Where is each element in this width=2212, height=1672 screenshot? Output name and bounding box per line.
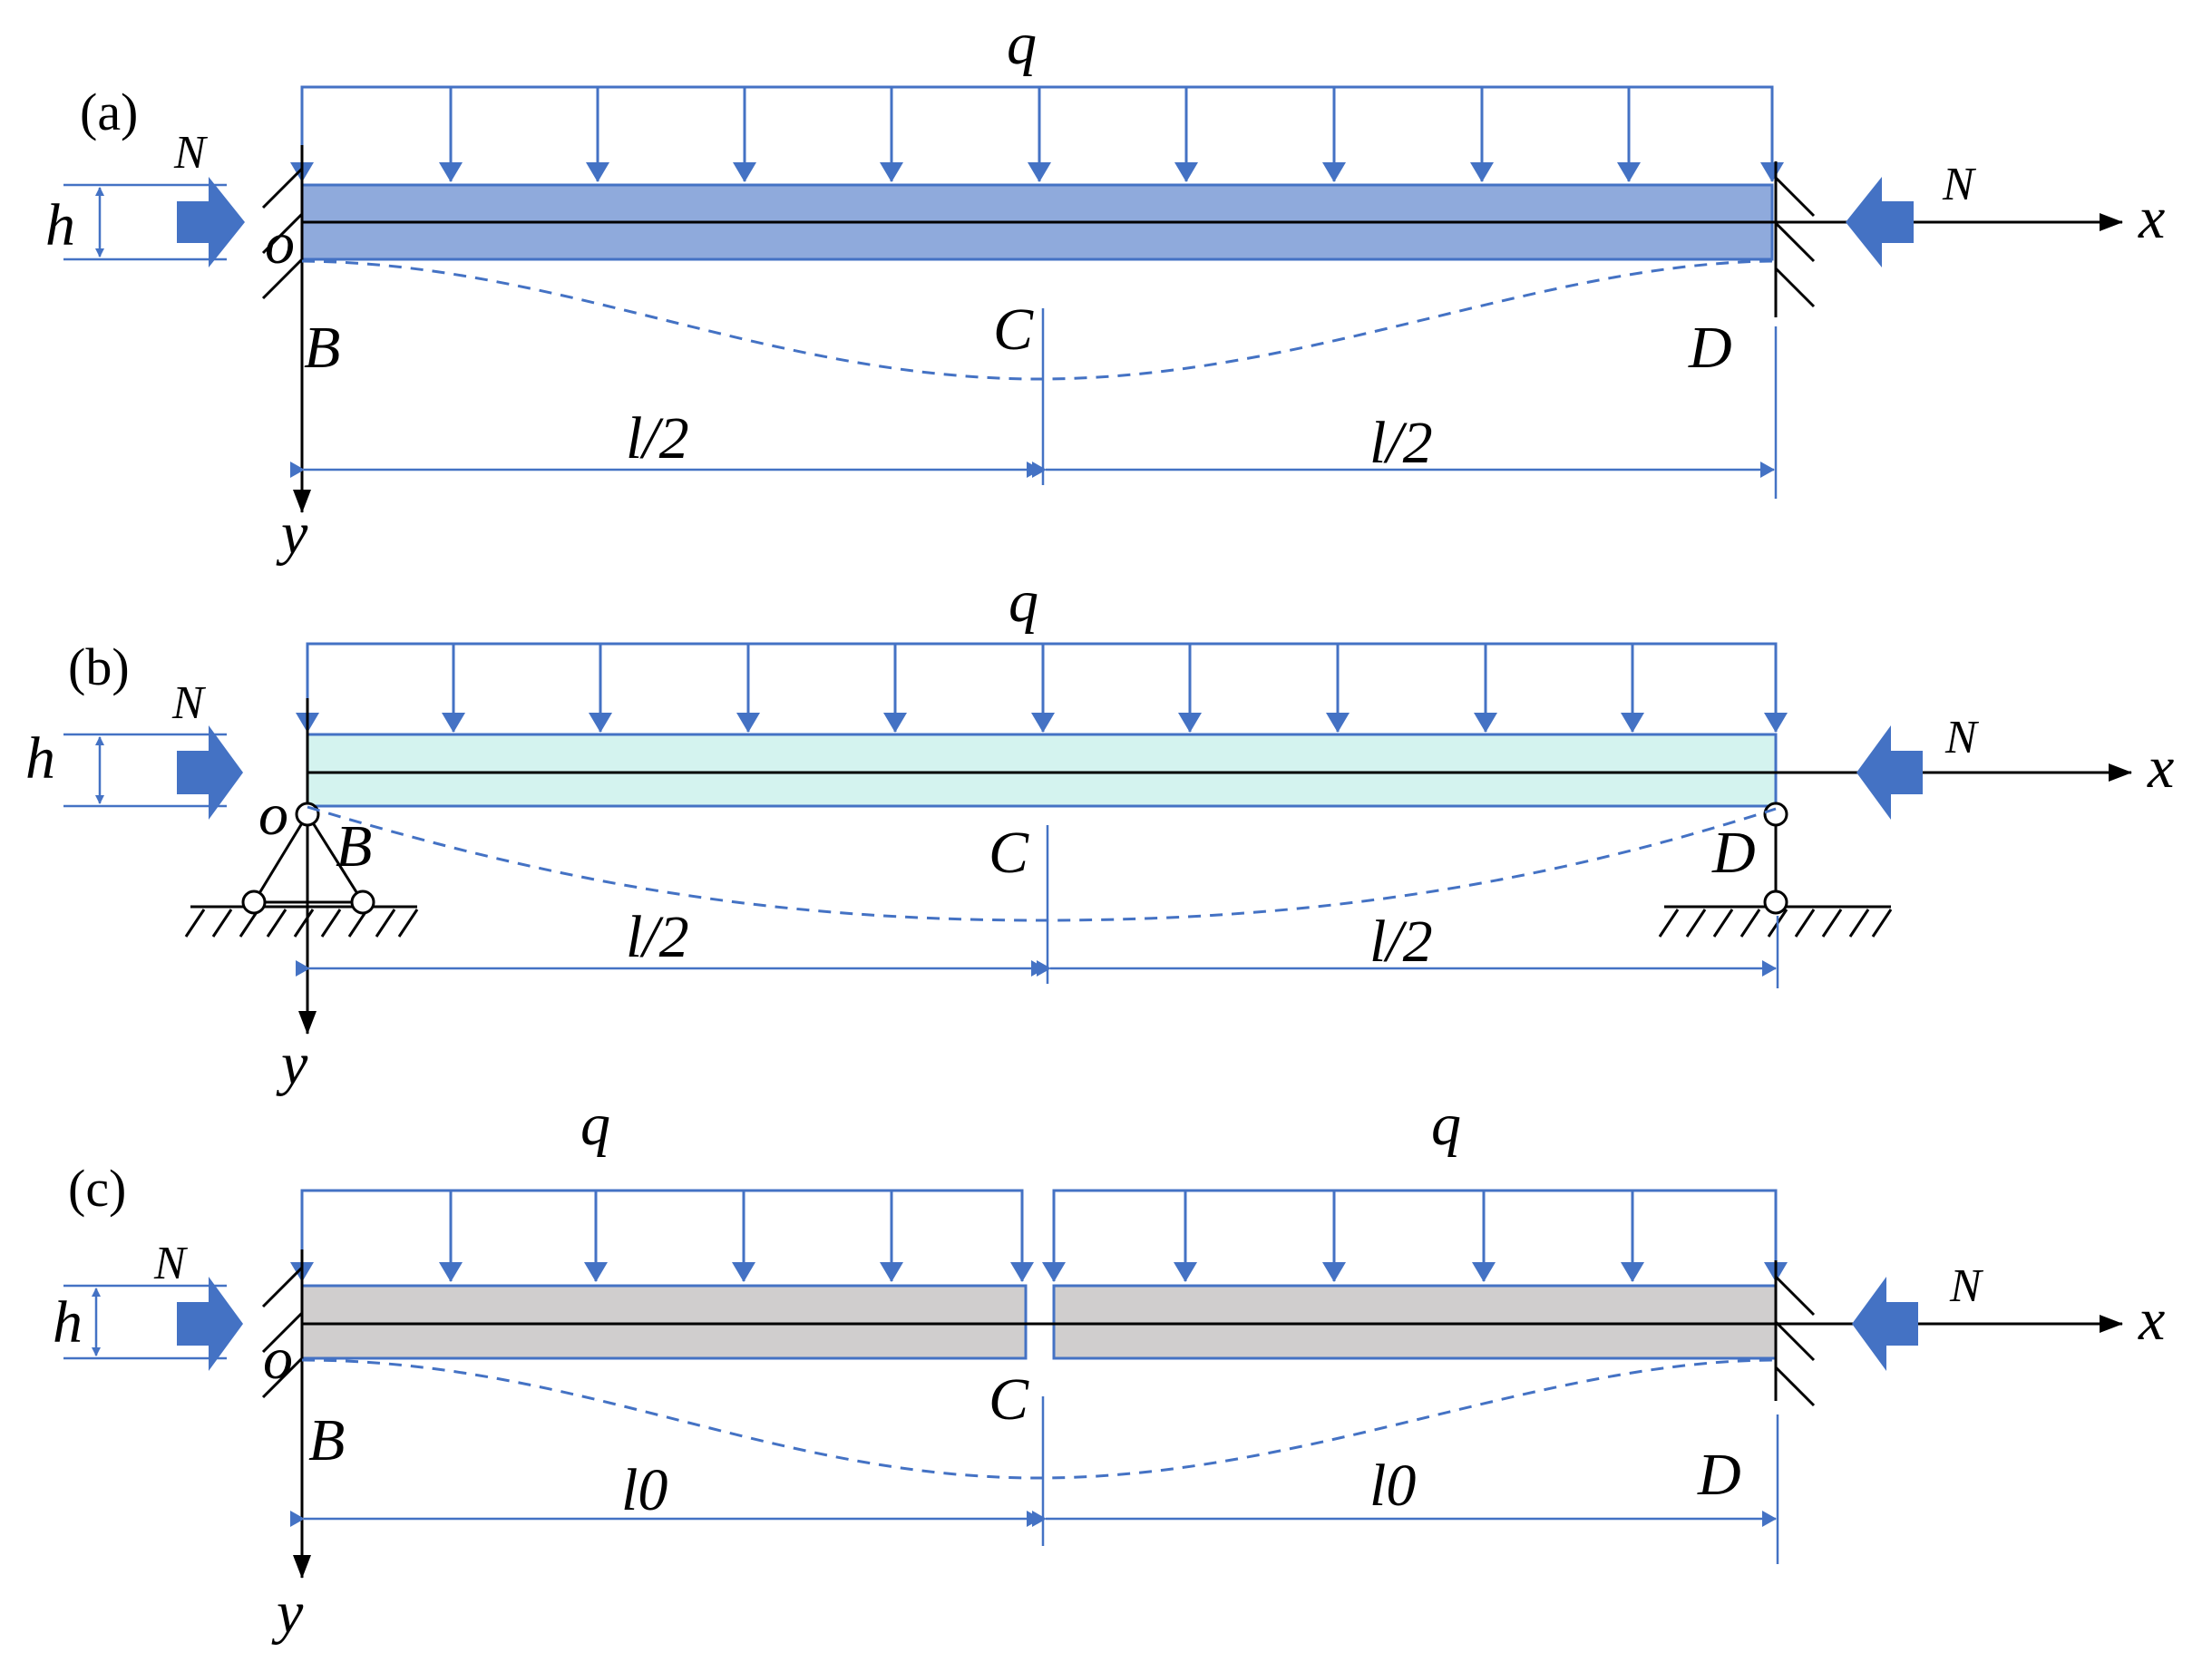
- panel-c-force-label-left: N: [153, 1238, 189, 1289]
- panel-c-origin-label: o: [263, 1326, 293, 1392]
- panel-a-force-label-left: N: [173, 127, 209, 179]
- panel-a-origin-label: o: [265, 210, 295, 277]
- panel-b-point-d: D: [1711, 820, 1756, 886]
- panel-c-tag: (c): [68, 1159, 126, 1218]
- panel-c-load-label-left: q: [580, 1092, 610, 1158]
- panel-b-span-left-label: l/2: [626, 904, 689, 970]
- panel-b-span-dimension: [296, 825, 1779, 988]
- panel-a-load-arrows: [290, 87, 1784, 182]
- panel-a-point-b: B: [304, 315, 340, 381]
- panel-a-deflection-curve: [301, 259, 1773, 381]
- panel-b-force-arrow-left: [177, 725, 243, 820]
- panel-c-span-left-label: l0: [621, 1457, 667, 1523]
- panel-b-span-right-label: l/2: [1369, 909, 1433, 975]
- panel-a-height-dimension: [63, 183, 227, 261]
- panel-c-point-d: D: [1697, 1442, 1741, 1508]
- panel-c: (c) q q x y: [53, 1092, 2165, 1646]
- panel-b-height-dimension: [63, 733, 227, 808]
- panel-c-force-arrow-right: [1852, 1277, 1918, 1371]
- panel-c-load-bracket-right: [1052, 1189, 1778, 1249]
- panel-c-force-label-right: N: [1949, 1260, 1984, 1312]
- panel-c-point-c: C: [989, 1366, 1029, 1433]
- panel-b-beam: [306, 733, 1778, 808]
- panel-b-deflection-curve: [307, 805, 1777, 922]
- panel-a-tag: (a): [80, 83, 138, 141]
- panel-a-load-bracket: [300, 85, 1774, 145]
- panel-b-force-arrow-right: [1856, 725, 1923, 820]
- panel-b-point-c: C: [989, 820, 1029, 886]
- panel-a-fixed-support-right: [1774, 161, 1816, 317]
- panel-c-point-b: B: [308, 1407, 345, 1473]
- panel-a-x-axis-label: x: [2138, 185, 2165, 251]
- panel-a-height-label: h: [45, 192, 75, 258]
- panel-b-force-label-left: N: [171, 677, 207, 729]
- panel-c-deflection-curve: [301, 1358, 1777, 1480]
- panel-b-load-label: q: [1009, 569, 1038, 635]
- panel-b-height-label: h: [25, 725, 55, 792]
- panel-c-beam-left: [300, 1284, 1028, 1360]
- panel-c-fixed-support-right: [1774, 1260, 1816, 1407]
- panel-b-x-axis-label: x: [2147, 734, 2174, 801]
- panel-c-beam-right: [1052, 1284, 1778, 1360]
- panel-c-force-arrow-left: [177, 1277, 243, 1371]
- panel-a-span-right-label: l/2: [1369, 410, 1433, 476]
- panel-a-point-d: D: [1688, 315, 1732, 381]
- panel-a-load-label: q: [1007, 11, 1037, 77]
- panel-a-force-arrow-right: [1846, 177, 1914, 267]
- panel-a-y-axis-label: y: [276, 501, 308, 567]
- panel-c-span-dimension: [290, 1396, 1779, 1564]
- panel-a-span-dimension: [290, 308, 1778, 499]
- panel-c-load-bracket-left: [300, 1189, 1024, 1249]
- panel-b: (b) q x y: [25, 569, 2174, 1097]
- panel-a-force-label-right: N: [1942, 159, 1977, 210]
- panel-b-origin-label: o: [258, 782, 288, 848]
- panel-c-load-arrows: [290, 1191, 1788, 1282]
- panel-c-span-right-label: l0: [1369, 1453, 1416, 1519]
- panel-b-tag: (b): [68, 637, 130, 696]
- panel-a-fixed-support-left: [261, 161, 304, 317]
- panel-b-point-b: B: [336, 813, 372, 880]
- panel-c-fixed-support-left: [261, 1259, 304, 1414]
- panel-c-load-label-right: q: [1431, 1092, 1461, 1158]
- panel-a-force-arrow-left: [177, 177, 245, 267]
- panel-c-height-label: h: [53, 1289, 83, 1356]
- panel-a-span-left-label: l/2: [626, 405, 689, 471]
- panel-c-x-axis-label: x: [2138, 1287, 2165, 1353]
- panel-a: (a) q x y: [45, 11, 2165, 567]
- panel-c-height-dimension: [63, 1284, 227, 1360]
- panel-b-y-axis-label: y: [276, 1031, 308, 1097]
- panel-b-force-label-right: N: [1944, 712, 1980, 763]
- panel-b-load-arrows: [296, 644, 1788, 733]
- panel-c-y-axis-label: y: [271, 1580, 304, 1646]
- panel-b-pin-support-left: [184, 802, 419, 938]
- panel-a-point-c: C: [993, 296, 1034, 363]
- panel-b-roller-support-right: [1658, 802, 1893, 938]
